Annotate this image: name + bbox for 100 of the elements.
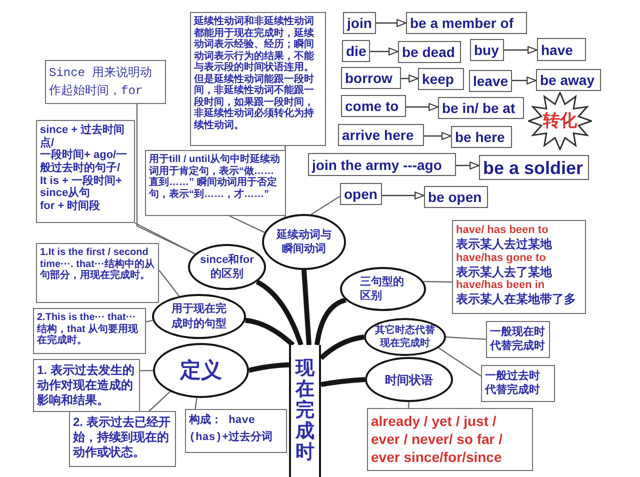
note-box	[45, 60, 166, 104]
verb-phrase: leave	[473, 74, 508, 88]
verb-box	[451, 126, 512, 148]
connector-line	[408, 402, 410, 408]
verb-phrase: be in/ be at	[442, 101, 516, 115]
note-box	[36, 243, 159, 303]
verb-box	[338, 124, 424, 146]
note-box	[367, 408, 533, 471]
note-text: 1. 表示过去发生的动作对现在造成的影响和结果。	[37, 363, 136, 408]
verb-box	[537, 38, 586, 61]
topic-label: 用于现在完成时的句型	[170, 302, 228, 331]
verb-box	[341, 67, 401, 89]
usage-note: 表示某人在某地带了多	[456, 292, 577, 307]
verb-phrase: be here	[455, 130, 505, 144]
connector-line	[446, 336, 486, 340]
connector-line	[310, 196, 340, 215]
verb-box	[469, 70, 512, 92]
note-box	[145, 150, 286, 216]
verb-phrase: be a member of	[410, 16, 514, 30]
topic-label: 三句型的区别	[360, 274, 405, 304]
verb-box	[343, 12, 376, 34]
verb-phrase: join the army ---ago	[312, 158, 442, 172]
note-text: 一般现在时代替完成时	[490, 325, 546, 354]
note-box	[185, 409, 287, 453]
verb-phrase: join	[347, 16, 372, 30]
usage-note: have/ has been to	[456, 224, 550, 238]
connector-line	[140, 370, 153, 372]
arrow	[456, 162, 480, 170]
connector-line	[146, 320, 153, 322]
verb-box	[470, 39, 504, 61]
connector-line	[194, 398, 198, 410]
note-text: 构成： have (has)+过去分词	[189, 413, 274, 446]
arrow	[512, 76, 537, 84]
tree-branch	[314, 298, 347, 346]
verb-phrase: buy	[474, 43, 499, 57]
topic-ellipse	[188, 244, 266, 290]
arrow	[406, 103, 439, 111]
verb-phrase: keep	[422, 72, 454, 86]
starburst-label: 转化	[543, 110, 577, 132]
verb-phrase: borrow	[345, 71, 392, 85]
tree-branch	[302, 270, 312, 346]
tree-branch	[319, 334, 364, 360]
arrow	[504, 46, 538, 54]
usage-note: have/has been in	[456, 279, 546, 292]
tree-trunk	[289, 345, 321, 477]
note-text: for + 时间段	[40, 200, 102, 212]
note-text: 一段时间+ ago/一般过去时的句子/	[40, 149, 128, 174]
verb-box	[536, 69, 601, 91]
usage-note: 表示某人去了某地	[456, 264, 553, 280]
arrow	[382, 192, 425, 200]
verb-box	[418, 68, 464, 90]
verb-box	[342, 40, 370, 62]
tree-branch	[248, 362, 290, 373]
verb-phrase: be dead	[402, 45, 455, 59]
connector-line	[229, 215, 265, 233]
topic-ellipse	[340, 267, 426, 311]
arrow	[370, 48, 399, 56]
verb-phrase: have	[541, 42, 573, 56]
verb-box	[438, 97, 524, 119]
note-box	[33, 308, 146, 354]
verb-box	[406, 12, 527, 34]
verb-box	[340, 183, 382, 205]
connector-line	[134, 222, 196, 254]
tree-branch	[320, 377, 366, 388]
note-text: 延续性动词和非延续性动词都能用于现在完成时，延续动词表示经验、经历；瞬间动词表示行为的结果，不能与表示段的时间状语连用。但是延续性动词能跟一段时间，非延续性动词不能跟一段时间，如果跟一段时间，非延续性动词必须转化为持续性动词。	[194, 16, 315, 131]
tree-branch	[256, 280, 304, 346]
note-text: since + 过去时间点/	[40, 124, 126, 149]
connector-line	[423, 280, 452, 283]
note-text: already / yet / just / ever / never/ so far / ever since/for/since	[371, 412, 504, 467]
verb-box	[341, 95, 406, 117]
verb-phrase: die	[346, 44, 366, 58]
arrow	[424, 132, 452, 140]
topic-label: 时间状语	[385, 372, 433, 388]
note-box	[69, 411, 176, 467]
topic-label: since和for的区别	[199, 252, 255, 282]
note-box	[190, 12, 326, 146]
trunk-title: 现在完成时	[296, 359, 314, 465]
note-text: Since 用来说明动作起始时间，for	[49, 65, 154, 100]
connector-line	[148, 391, 170, 412]
verb-phrase: open	[344, 187, 378, 201]
topic-label: 延续动词与瞬间动词	[276, 228, 332, 256]
tree-branch	[245, 318, 295, 347]
topic-ellipse	[364, 318, 446, 356]
arrow	[376, 19, 407, 27]
verb-box	[308, 153, 456, 176]
note-box	[481, 365, 555, 402]
note-text: 2. 表示过去已经开始，持续到现在的动作或状态。	[73, 415, 172, 460]
verb-phrase: be away	[540, 73, 594, 87]
topic-label: 其它时态代替现在完成时	[374, 324, 436, 350]
starburst	[528, 92, 592, 150]
note-box	[36, 120, 135, 223]
verb-box	[398, 41, 461, 63]
verb-phrase: arrive here	[342, 128, 414, 142]
note-text: 1.It is the first / second time···. that···结构中的从句部分，用现在完成时。	[40, 247, 155, 282]
verb-box	[424, 186, 488, 208]
verb-phrase: be a soldier	[483, 158, 584, 176]
verb-box	[479, 155, 589, 180]
arrow	[401, 74, 419, 82]
usage-note: have/has gone to	[456, 252, 547, 265]
note-text: 一般过去时代替完成时	[485, 369, 541, 398]
